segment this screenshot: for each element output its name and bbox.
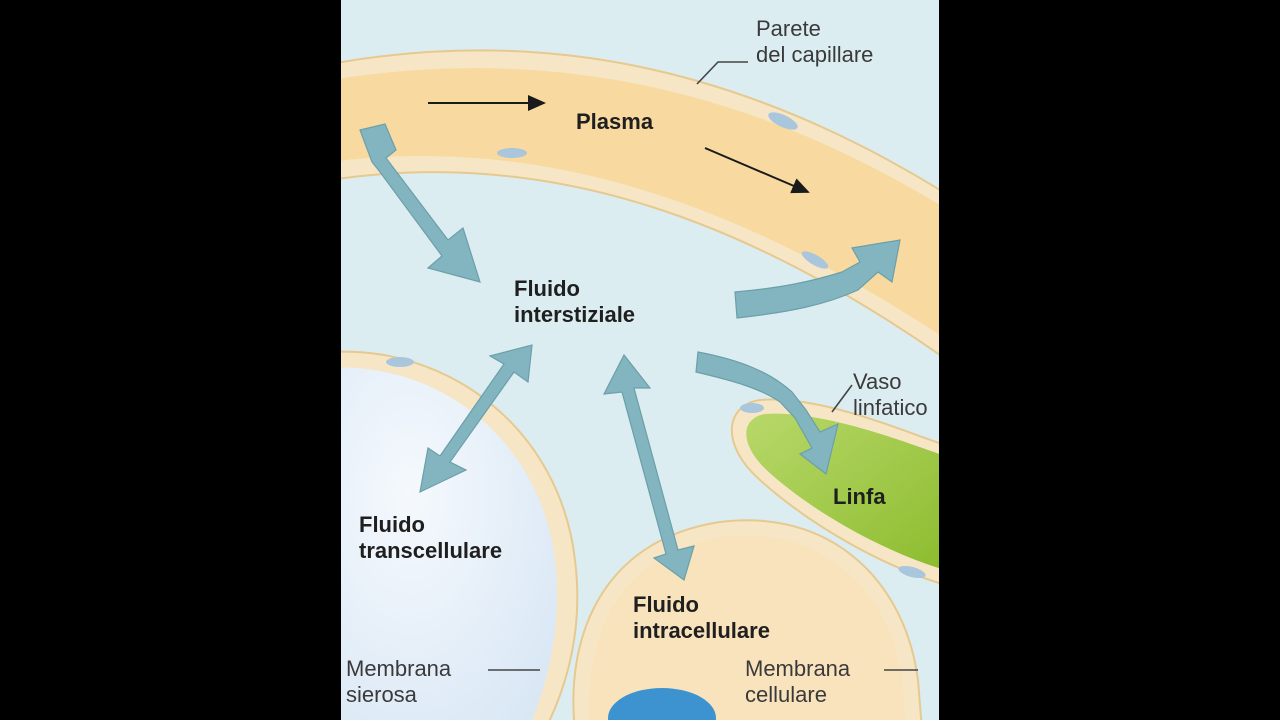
exchange-arrows <box>359 123 901 581</box>
lymph-label: Linfa <box>833 484 886 509</box>
cell-membrane-label: Membrana cellulare <box>745 656 850 709</box>
serosa-nucleus <box>386 357 414 367</box>
cell-nucleus <box>608 688 716 720</box>
intracellular-fluid-label: Fluido intracellulare <box>633 592 770 645</box>
lymph-vessel-nucleus <box>898 565 926 579</box>
serous-membrane-label-line1: Membrana <box>346 656 452 681</box>
capillary-wall-label-line1: Parete <box>756 16 821 41</box>
interstitial-fluid-label-line2: interstiziale <box>514 302 636 328</box>
endothelial-nucleus <box>801 251 829 269</box>
plasma-label: Plasma <box>576 109 654 134</box>
capillary-plasma <box>341 68 939 335</box>
capillary-wall-label-line2: del capillare <box>756 42 874 68</box>
transcellular-fluid-label: Fluido transcellulare <box>359 512 502 565</box>
transcellular-cavity <box>341 367 557 720</box>
lymph-vessel-label: Vaso linfatico <box>853 369 939 422</box>
cell-membrane-label-line1: Membrana <box>745 656 851 681</box>
endothelial-nucleus <box>768 112 798 130</box>
lymph <box>746 413 939 569</box>
capillary-wall-label: Parete del capillare <box>756 16 873 69</box>
lymph-vessel-leader <box>831 384 853 413</box>
plasma-to-interstitial-arrow <box>359 123 481 283</box>
endothelial-nucleus <box>497 148 527 158</box>
plasma-flow-arrow <box>704 147 810 194</box>
lymph-vessel-label-line1: Vaso <box>853 369 902 394</box>
capillary-wall-leader <box>696 61 748 85</box>
interstitial-to-lymph-arrow <box>695 351 839 476</box>
lymph-vessel-nucleus <box>740 403 764 413</box>
transcellular-fluid-label-line2: transcellulare <box>359 538 503 564</box>
serous-membrane-label-line2: sierosa <box>346 682 417 708</box>
intracellular-space <box>588 535 906 720</box>
interstitial-intracellular-arrow <box>602 353 695 581</box>
transcellular-fluid-label-line1: Fluido <box>359 512 425 537</box>
interstitial-fluid-label-line1: Fluido <box>514 276 580 301</box>
cell-membrane-label-line2: cellulare <box>745 682 827 708</box>
interstitial-fluid-label: Fluido interstiziale <box>514 276 635 329</box>
intracellular-fluid-label-line2: intracellulare <box>633 618 770 644</box>
intracellular-fluid-label-line1: Fluido <box>633 592 699 617</box>
interstitial-transcellular-arrow <box>419 344 533 494</box>
lymph-vessel-label-line2: linfatico <box>853 395 928 421</box>
interstitial-to-plasma-arrow <box>734 239 901 319</box>
serous-membrane-label: Membrana sierosa <box>346 656 451 709</box>
